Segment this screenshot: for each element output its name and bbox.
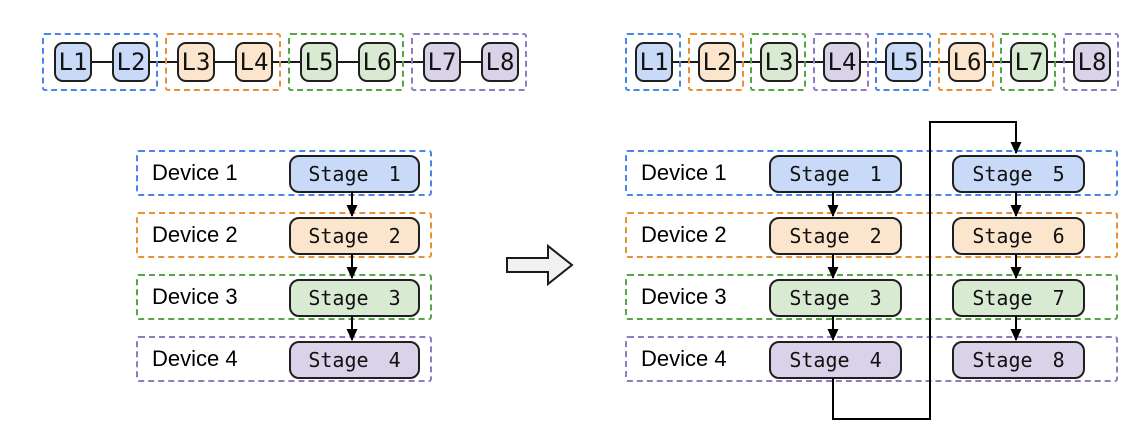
device-label: Device 1	[152, 160, 238, 185]
stage-label: Stage 7	[972, 286, 1065, 310]
stage-label: Stage 2	[789, 224, 882, 248]
layer-connector-line	[71, 61, 498, 63]
layer-label: L6	[952, 48, 982, 76]
layer-box: L3	[177, 42, 215, 82]
layer-box: L7	[1010, 42, 1048, 82]
stage-label: Stage 3	[308, 286, 401, 310]
layer-connector-line	[653, 61, 1091, 63]
stage-label: Stage 4	[789, 348, 882, 372]
layer-label: L7	[1014, 48, 1044, 76]
stage-label: Stage 6	[972, 224, 1065, 248]
device-label: Device 4	[641, 346, 727, 371]
model-chain-interleaved: L1 L2 L3 L4 L5 L6 L7 L8	[625, 33, 1119, 91]
layer-box: L1	[54, 42, 92, 82]
layer-group-device2: L3 L4	[165, 33, 281, 91]
device-label: Device 3	[152, 284, 238, 309]
stage-label: Stage 1	[308, 162, 401, 186]
layer-label: L4	[827, 48, 857, 76]
device-label: Device 3	[641, 284, 727, 309]
transform-arrow-icon	[506, 243, 574, 287]
layer-box: L6	[948, 42, 986, 82]
layer-box: L3	[760, 42, 798, 82]
device-label: Device 4	[152, 346, 238, 371]
layer-label: L8	[485, 48, 515, 76]
layer-box: L5	[885, 42, 923, 82]
layer-box: L2	[698, 42, 736, 82]
stage-box: Stage 7	[952, 279, 1085, 317]
device-row-2-before: Device 2 Stage 2	[136, 212, 432, 258]
layer-cell: L3	[750, 33, 806, 91]
device-row-1-before: Device 1 Stage 1	[136, 150, 432, 196]
layer-label: L6	[362, 48, 392, 76]
layer-group-device4: L7 L8	[411, 33, 527, 91]
device-row-4-before: Device 4 Stage 4	[136, 336, 432, 382]
layer-label: L3	[181, 48, 211, 76]
layer-box: L4	[235, 42, 273, 82]
stage-label: Stage 1	[789, 162, 882, 186]
device-row-1-after: Device 1 Stage 1 Stage 5	[625, 150, 1118, 196]
stage-box: Stage 8	[952, 341, 1085, 379]
stage-box: Stage 5	[952, 155, 1085, 193]
layer-label: L1	[639, 48, 669, 76]
stage-label: Stage 8	[972, 348, 1065, 372]
device-label: Device 1	[641, 160, 727, 185]
layer-cell: L7	[1000, 33, 1056, 91]
stage-box: Stage 2	[769, 217, 902, 255]
layer-label: L2	[116, 48, 146, 76]
stage-box: Stage 2	[289, 217, 420, 255]
stage-label: Stage 4	[308, 348, 401, 372]
layer-cell: L4	[813, 33, 869, 91]
layer-box: L8	[1073, 42, 1111, 82]
stage-box: Stage 3	[289, 279, 420, 317]
layer-label: L1	[58, 48, 88, 76]
layer-box: L8	[481, 42, 519, 82]
layer-label: L8	[1077, 48, 1107, 76]
layer-box: L5	[300, 42, 338, 82]
layer-box: L2	[112, 42, 150, 82]
model-chain-grouped: L1 L2 L3 L4 L5 L6 L7 L8	[42, 33, 527, 91]
stage-label: Stage 2	[308, 224, 401, 248]
device-label: Device 2	[641, 222, 727, 247]
device-row-3-after: Device 3 Stage 3 Stage 7	[625, 274, 1118, 320]
layer-label: L5	[304, 48, 334, 76]
layer-label: L2	[702, 48, 732, 76]
stage-box: Stage 4	[769, 341, 902, 379]
layer-cell: L1	[625, 33, 681, 91]
stage-box: Stage 1	[289, 155, 420, 193]
stage-box: Stage 6	[952, 217, 1085, 255]
layer-box: L1	[635, 42, 673, 82]
layer-cell: L5	[875, 33, 931, 91]
layer-box: L4	[823, 42, 861, 82]
layer-cell: L2	[688, 33, 744, 91]
layer-box: L7	[423, 42, 461, 82]
layer-label: L5	[889, 48, 919, 76]
device-row-4-after: Device 4 Stage 4 Stage 8	[625, 336, 1118, 382]
layer-cell: L8	[1063, 33, 1119, 91]
device-label: Device 2	[152, 222, 238, 247]
stage-label: Stage 5	[972, 162, 1065, 186]
stage-box: Stage 4	[289, 341, 420, 379]
layer-label: L7	[427, 48, 457, 76]
stage-box: Stage 1	[769, 155, 902, 193]
stage-label: Stage 3	[789, 286, 882, 310]
layer-label: L4	[239, 48, 269, 76]
layer-cell: L6	[938, 33, 994, 91]
device-row-3-before: Device 3 Stage 3	[136, 274, 432, 320]
layer-box: L6	[358, 42, 396, 82]
stage-box: Stage 3	[769, 279, 902, 317]
layer-group-device3: L5 L6	[288, 33, 404, 91]
device-row-2-after: Device 2 Stage 2 Stage 6	[625, 212, 1118, 258]
layer-label: L3	[764, 48, 794, 76]
layer-group-device1: L1 L2	[42, 33, 158, 91]
